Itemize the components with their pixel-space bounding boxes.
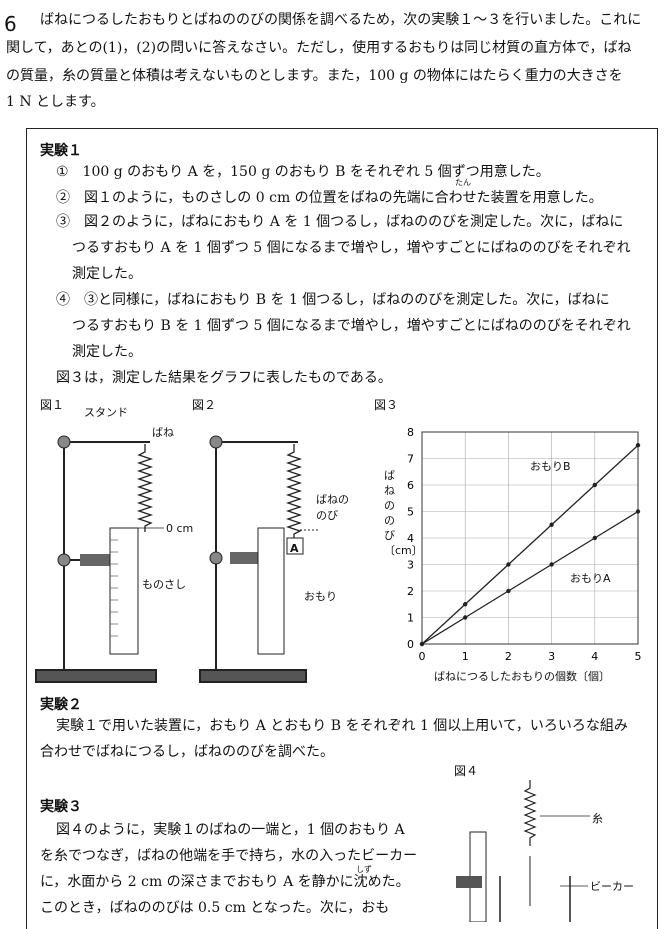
exp1-step-3c: 測定した。 <box>72 266 142 282</box>
fig1-zero-label: 0 cm <box>166 522 194 535</box>
x-tick-label: 3 <box>548 650 555 663</box>
exp3-ruby: しず <box>356 865 372 874</box>
y-tick-label: 4 <box>407 532 414 545</box>
exp1-step-4: ④ ③と同様に，ばねにおもり B を 1 個つるし，ばねののびを測定した。次に，… <box>56 292 610 308</box>
y-tick-label: 7 <box>407 453 414 466</box>
data-point <box>506 562 511 567</box>
fig3-chart: 0 1 2 3 4 5 6 7 8 0 1 2 3 4 5 <box>407 426 642 663</box>
exp2-title: 実験２ <box>40 697 82 713</box>
exp3-title: 実験３ <box>40 799 82 815</box>
y-tick-label: 0 <box>407 638 414 651</box>
fig3-label: 図３ <box>374 398 399 412</box>
fig4-label: 図４ <box>454 764 479 778</box>
exp2-line-2: 合わせでばねにつるし，ばねののびを調べた。 <box>40 744 334 760</box>
x-tick-label: 0 <box>419 650 426 663</box>
exp3-line-1: 図４のように，実験１のばねの一端と，1 個のおもり A <box>56 822 405 838</box>
experiment-frame <box>26 128 658 929</box>
exp1-step-3: ③ 図２のように，ばねにおもり A を 1 個つるし，ばねののびを測定した。次に… <box>56 214 624 230</box>
chart-axes <box>421 431 639 645</box>
intro-line-1: ばねにつるしたおもりとばねののびの関係を調べるため，次の実験１～３を行いました。… <box>40 12 642 28</box>
exp1-ruby: たん <box>455 178 471 187</box>
exp1-step-3b: つるすおもり A を 1 個ずつ 5 個になるまで増やし，増やすごとにばねののび… <box>72 240 631 256</box>
fig4-drawing <box>456 780 590 922</box>
fig4-clamp <box>456 876 482 888</box>
fig2-spring <box>285 444 303 544</box>
plot-frame <box>421 431 639 645</box>
fig1-spring-label: ばね <box>152 426 174 439</box>
exp1-step-4c: 測定した。 <box>72 344 142 360</box>
fig1-stand-label: スタンド <box>84 406 128 419</box>
fig4-beaker <box>499 876 571 922</box>
fig4-spring <box>523 780 537 846</box>
fig1-label: 図１ <box>40 398 65 412</box>
data-point <box>549 522 554 527</box>
y-tick-label: 5 <box>407 506 414 519</box>
data-point <box>635 443 641 448</box>
y-tick-label: 1 <box>407 612 414 625</box>
series-line-0 <box>421 510 639 645</box>
fig2-weight-label: おもり <box>304 590 337 603</box>
x-tick-label: 2 <box>505 650 512 663</box>
fig2-stand <box>199 436 307 683</box>
data-point <box>419 641 425 647</box>
fig3-lineB-label: おもりB <box>530 460 571 473</box>
fig2-extension-label: ばねの のび <box>316 493 349 522</box>
exp3-line-4: このとき，ばねののびは 0.5 cm となった。次に，おも <box>40 900 390 916</box>
chart-ticks: 0 1 2 3 4 5 6 7 8 0 1 2 3 4 5 <box>407 426 642 663</box>
data-point <box>592 535 597 541</box>
fig1-clamp-mid <box>57 553 71 567</box>
exp1-step-1: ① 100 g のおもり A を，150 g のおもり B をそれぞれ 5 個ず… <box>56 164 550 180</box>
data-point <box>635 509 641 514</box>
apparatus-figures <box>35 435 320 683</box>
y-tick-label: 3 <box>407 559 414 572</box>
fig3-lineA-label: おもりA <box>570 572 611 585</box>
x-tick-label: 1 <box>462 650 469 663</box>
exp1-step-4b: つるすおもり B を 1 個ずつ 5 個になるまで増やし，増やすごとにばねののび… <box>72 318 631 334</box>
fig2-clamp-top <box>209 435 223 449</box>
fig4-beaker-label: ビーカー <box>590 880 634 893</box>
fig2-ruler <box>257 527 285 655</box>
question-number: 6 <box>4 12 17 36</box>
fig1-clamp-top <box>57 435 71 449</box>
data-point <box>549 562 554 567</box>
y-tick-label: 2 <box>407 585 414 598</box>
data-point <box>463 602 468 607</box>
exp1-title: 実験１ <box>40 143 82 159</box>
exp3-line-3: に，水面から 2 cm の深さまでおもり A を静かに沈めた。 <box>40 874 410 890</box>
exp2-line-1: 実験１で用いた装置に，おもり A とおもり B をそれぞれ 1 個以上用いて，い… <box>56 718 628 734</box>
intro-line-3: の質量，糸の質量と体積は考えないものとします。また，100 g の物体にはたらく… <box>6 68 623 84</box>
fig1-ruler-label: ものさし <box>142 578 186 591</box>
fig2-label: 図２ <box>192 398 217 412</box>
y-tick-label: 6 <box>407 479 414 492</box>
fig2-clamp-mid <box>209 551 223 565</box>
fig1-spring <box>136 444 154 532</box>
fig3-xlabel: ばねにつるしたおもりの個数〔個〕 <box>434 670 610 683</box>
data-point <box>506 588 511 594</box>
exp1-note: 図３は，測定した結果をグラフに表したものである。 <box>56 370 392 386</box>
exp1-step-2: ② 図１のように，ものさしの 0 cm の位置をばねの先端に合わせた装置を用意し… <box>56 190 603 206</box>
data-point <box>592 482 597 488</box>
data-point <box>463 615 468 620</box>
y-tick-label: 8 <box>407 426 414 439</box>
series-line-1 <box>421 444 639 645</box>
x-tick-label: 5 <box>635 650 642 663</box>
intro-line-2: 関して，あとの(1)，(2)の問いに答えなさい。ただし，使用するおもりは同じ材質… <box>6 40 632 56</box>
fig4-string-label: 糸 <box>592 812 603 825</box>
fig2-weight-box <box>286 537 304 555</box>
fig1-ruler <box>109 527 139 655</box>
fig2-tag-label: A <box>290 542 299 555</box>
fig3-ylabel: ばねののび〔cm〕 <box>384 469 423 557</box>
x-tick-label: 4 <box>591 650 598 663</box>
exp3-line-2: を糸でつなぎ，ばねの他端を手で持ち，水の入ったビーカー <box>40 848 418 864</box>
chart-lines <box>419 443 641 647</box>
intro-line-4: 1 N とします。 <box>6 94 105 110</box>
